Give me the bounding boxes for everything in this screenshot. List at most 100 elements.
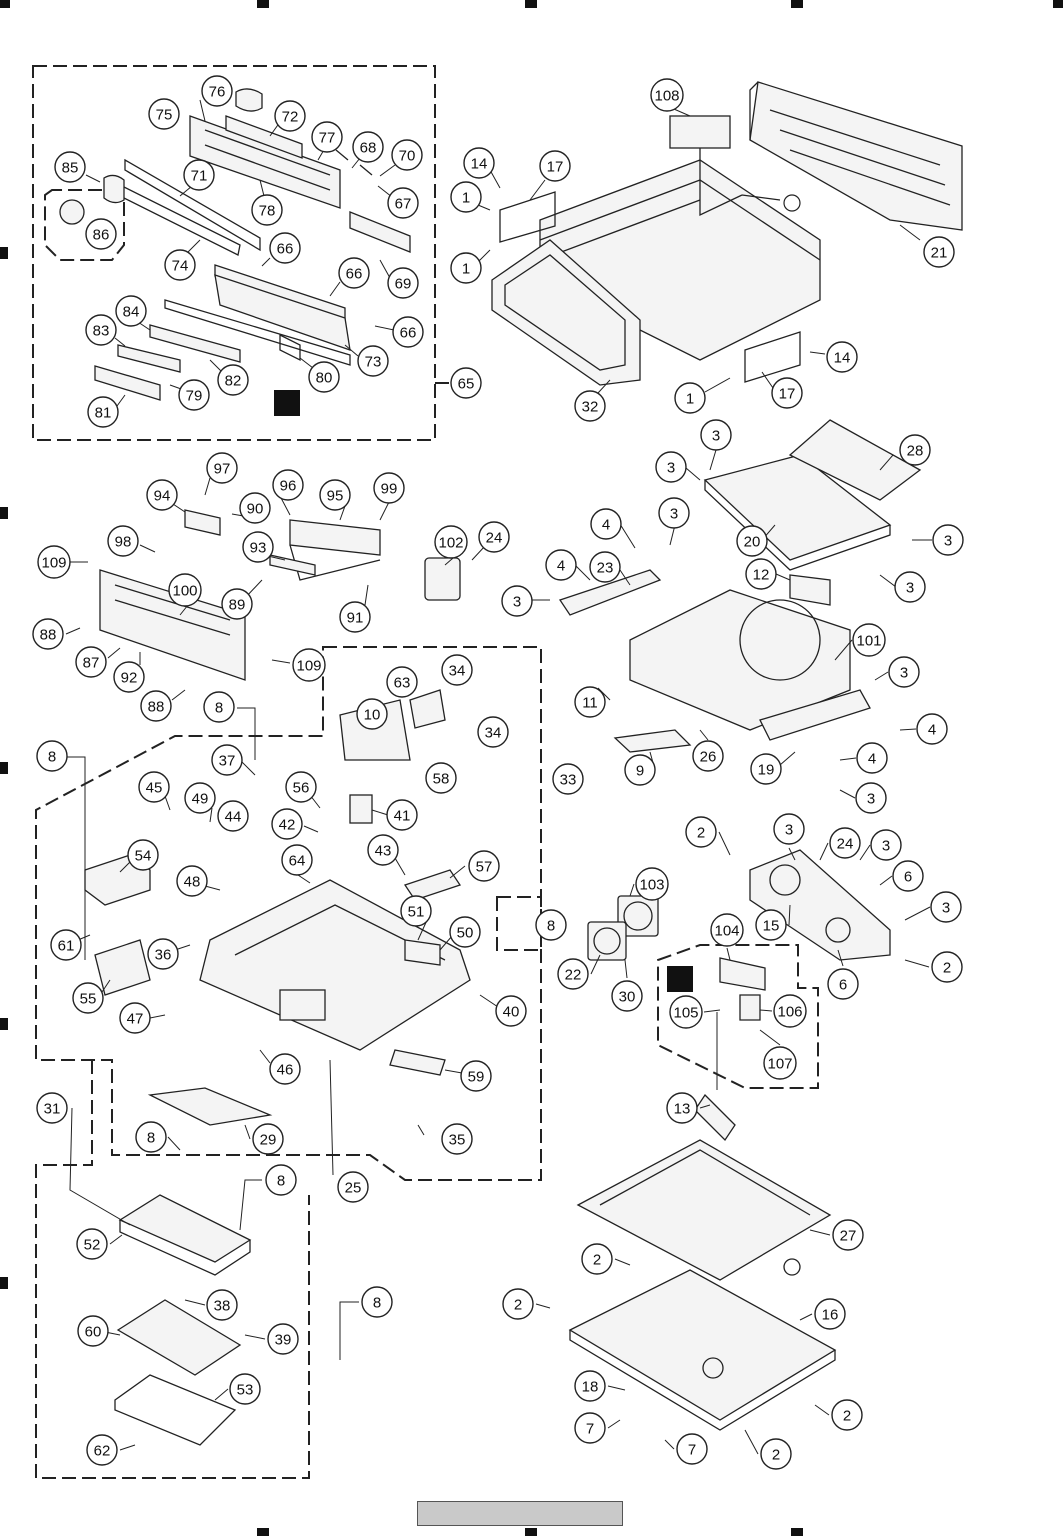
callout-c3f: 3 bbox=[501, 585, 533, 617]
callout-number: 36 bbox=[155, 947, 172, 964]
callout-number: 45 bbox=[146, 780, 163, 797]
callout-number: 3 bbox=[882, 838, 890, 855]
callout-circle bbox=[930, 891, 962, 923]
callout-c4b: 4 bbox=[545, 549, 577, 581]
callout-circle bbox=[387, 267, 419, 299]
callout-circle bbox=[916, 713, 948, 745]
callout-c53: 53 bbox=[229, 1373, 261, 1405]
callout-c105: 105 bbox=[669, 995, 703, 1029]
callout-number: 55 bbox=[80, 991, 97, 1008]
callout-number: 12 bbox=[753, 567, 770, 584]
callout-number: 74 bbox=[172, 258, 189, 275]
callout-circle bbox=[148, 98, 180, 130]
callout-number: 26 bbox=[700, 749, 717, 766]
callout-c60: 60 bbox=[77, 1315, 109, 1347]
callout-circle bbox=[184, 782, 216, 814]
callout-c17b: 17 bbox=[771, 377, 803, 409]
callout-number: 19 bbox=[758, 762, 775, 779]
callout-number: 66 bbox=[346, 266, 363, 283]
callout-circle bbox=[666, 1092, 698, 1124]
callout-c2f: 2 bbox=[760, 1438, 792, 1470]
callout-c75: 75 bbox=[148, 98, 180, 130]
callout-c2d: 2 bbox=[502, 1288, 534, 1320]
callout-c7b: 7 bbox=[676, 1433, 708, 1465]
callout-c82: 82 bbox=[217, 364, 249, 396]
callout-circle bbox=[590, 508, 622, 540]
callout-number: 59 bbox=[468, 1069, 485, 1086]
callout-c33: 33 bbox=[552, 763, 584, 795]
callout-c1b: 1 bbox=[450, 252, 482, 284]
callout-number: 34 bbox=[485, 725, 502, 742]
callout-circle bbox=[252, 1123, 284, 1155]
footer-bar bbox=[417, 1501, 623, 1526]
callout-c4d: 4 bbox=[856, 742, 888, 774]
callout-circle bbox=[140, 690, 172, 722]
callout-circle bbox=[434, 525, 468, 559]
callout-circle bbox=[501, 585, 533, 617]
callout-number: 37 bbox=[219, 753, 236, 770]
callout-c46: 46 bbox=[269, 1053, 301, 1085]
callout-c102: 102 bbox=[434, 525, 468, 559]
callout-c25: 25 bbox=[337, 1171, 369, 1203]
callout-c32: 32 bbox=[574, 390, 606, 422]
callout-number: 34 bbox=[449, 663, 466, 680]
callout-circle bbox=[535, 909, 567, 941]
callout-number: 56 bbox=[293, 780, 310, 797]
callout-c51: 51 bbox=[400, 895, 432, 927]
callout-number: 6 bbox=[904, 869, 912, 886]
callout-number: 13 bbox=[674, 1101, 691, 1118]
callout-circle bbox=[611, 980, 643, 1012]
callout-c100: 100 bbox=[168, 573, 202, 607]
callout-c28: 28 bbox=[899, 434, 931, 466]
callout-circle bbox=[251, 194, 283, 226]
callout-circle bbox=[164, 249, 196, 281]
callout-number: 38 bbox=[214, 1298, 231, 1315]
callout-circle bbox=[269, 1053, 301, 1085]
callout-number: 93 bbox=[250, 540, 267, 557]
callout-c34a: 34 bbox=[441, 654, 473, 686]
callout-c18: 18 bbox=[574, 1370, 606, 1402]
callout-circle bbox=[54, 151, 86, 183]
callout-circle bbox=[829, 827, 861, 859]
callout-c84: 84 bbox=[115, 295, 147, 327]
callout-circle bbox=[319, 479, 351, 511]
callout-c80: 80 bbox=[308, 361, 340, 393]
callout-number: 47 bbox=[127, 1011, 144, 1028]
callout-circle bbox=[367, 834, 399, 866]
callout-c71: 71 bbox=[183, 159, 215, 191]
callout-number: 7 bbox=[688, 1442, 696, 1459]
callout-circle bbox=[356, 698, 388, 730]
callout-number: 16 bbox=[822, 1307, 839, 1324]
callout-c44: 44 bbox=[217, 800, 249, 832]
callout-c2b: 2 bbox=[931, 951, 963, 983]
callout-c23: 23 bbox=[589, 551, 621, 583]
callout-circle bbox=[581, 1243, 613, 1275]
callout-number: 42 bbox=[279, 817, 296, 834]
callout-number: 46 bbox=[277, 1062, 294, 1079]
callout-number: 2 bbox=[943, 960, 951, 977]
callout-c81: 81 bbox=[87, 396, 119, 428]
callout-number: 1 bbox=[462, 190, 470, 207]
callout-c76: 76 bbox=[201, 75, 233, 107]
callout-c2a: 2 bbox=[685, 816, 717, 848]
callout-number: 98 bbox=[115, 534, 132, 551]
callout-c69: 69 bbox=[387, 267, 419, 299]
callout-number: 3 bbox=[944, 533, 952, 550]
callout-c9: 9 bbox=[624, 754, 656, 786]
callout-c2c: 2 bbox=[581, 1243, 613, 1275]
callout-number: 35 bbox=[449, 1132, 466, 1149]
callout-c107: 107 bbox=[763, 1046, 797, 1080]
callout-c90: 90 bbox=[239, 492, 271, 524]
callout-number: 3 bbox=[712, 428, 720, 445]
callout-circle bbox=[206, 1289, 238, 1321]
callout-circle bbox=[624, 754, 656, 786]
callout-number: 68 bbox=[360, 140, 377, 157]
callout-number: 78 bbox=[259, 203, 276, 220]
callout-c3j: 3 bbox=[870, 829, 902, 861]
callout-circle bbox=[311, 121, 343, 153]
callout-number: 2 bbox=[843, 1408, 851, 1425]
callout-number: 84 bbox=[123, 304, 140, 321]
callout-circle bbox=[460, 1060, 492, 1092]
callout-c12: 12 bbox=[745, 558, 777, 590]
